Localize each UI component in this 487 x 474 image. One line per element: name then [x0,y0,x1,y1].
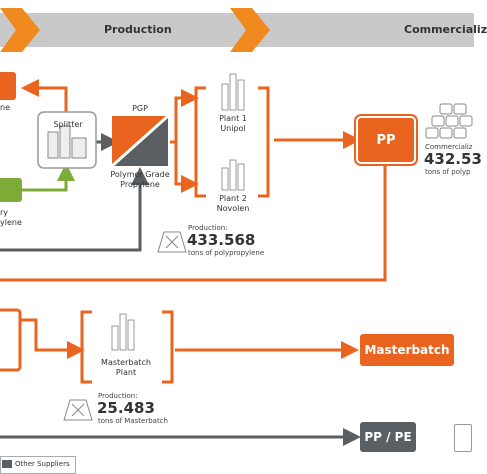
line-pp-return [0,162,387,282]
arrow-pgp-to-plant2 [174,142,199,193]
chevron-left [0,8,40,52]
plant1-line2: Unipol [220,124,246,133]
plant2-line2: Novolen [216,204,250,213]
mb-bracket-right [162,310,174,384]
box-left-orange-bottom [0,308,22,372]
pgp-code: PGP [132,104,148,113]
stage-banner [0,13,474,47]
pp-production-unit: tons of polypropylene [188,249,265,257]
pgp-line2: Propylene [120,180,160,189]
plant-bracket-left [194,86,206,198]
plant-1-icon [221,73,245,111]
mb-bracket-left [80,310,92,384]
pppe-side-icon [454,424,472,452]
legend-swatch [2,460,12,468]
arrow-gray-to-pgp [0,167,149,252]
left-label-top: ne [0,103,10,112]
commercial-label: Commercializ [425,143,473,151]
mb-production-label: Production: [98,392,138,400]
arrow-to-mb-plant [20,318,85,359]
splitter-tank-1 [47,131,59,159]
arrow-pgp-to-plant1 [170,89,199,144]
plant2-line1: Plant 2 [219,194,247,203]
plant1-line1: Plant 1 [219,114,247,123]
pp-production-label: Production: [188,224,228,232]
chevron-right [230,8,270,52]
pp-production-value: 433.568 [187,231,256,249]
commercial-unit: tons of polyp [425,168,471,176]
mb-plant-line2: Plant [115,368,137,377]
flow-connectors [0,72,473,468]
stage-commercial: Commercializ [404,23,487,36]
mb-production-unit: tons of Masterbatch [98,417,168,425]
stage-chevrons [0,8,270,52]
plant-bracket-right [258,86,270,198]
mb-plant-icon [111,313,135,351]
bag-stack-icon [425,103,473,139]
bag-icon-mb [63,399,93,421]
bag-icon-pp [157,231,187,253]
plant-2-icon [221,159,245,191]
commercial-value: 432.53 [424,150,482,168]
left-label-green-2: ylene [0,218,22,227]
stage-production: Production [104,23,172,36]
arrow-splitter-to-top [21,79,68,112]
pp-box: PP [356,116,416,164]
arrow-green-to-splitter [22,163,75,192]
pppe-box: PP / PE [360,422,416,452]
masterbatch-box: Masterbatch [360,334,454,366]
splitter-tank-2 [59,125,71,159]
mb-production-value: 25.483 [97,399,155,417]
box-left-orange-top [0,72,16,100]
splitter-label: Splitter [53,120,83,129]
left-label-green-1: ry [0,208,9,217]
box-left-green [0,178,22,202]
splitter-tank-3 [71,137,87,159]
pgp-line1: Polymer Grade [110,170,170,179]
mb-plant-line1: Masterbatch [101,358,151,367]
legend-label: Other Suppliers [15,460,70,468]
